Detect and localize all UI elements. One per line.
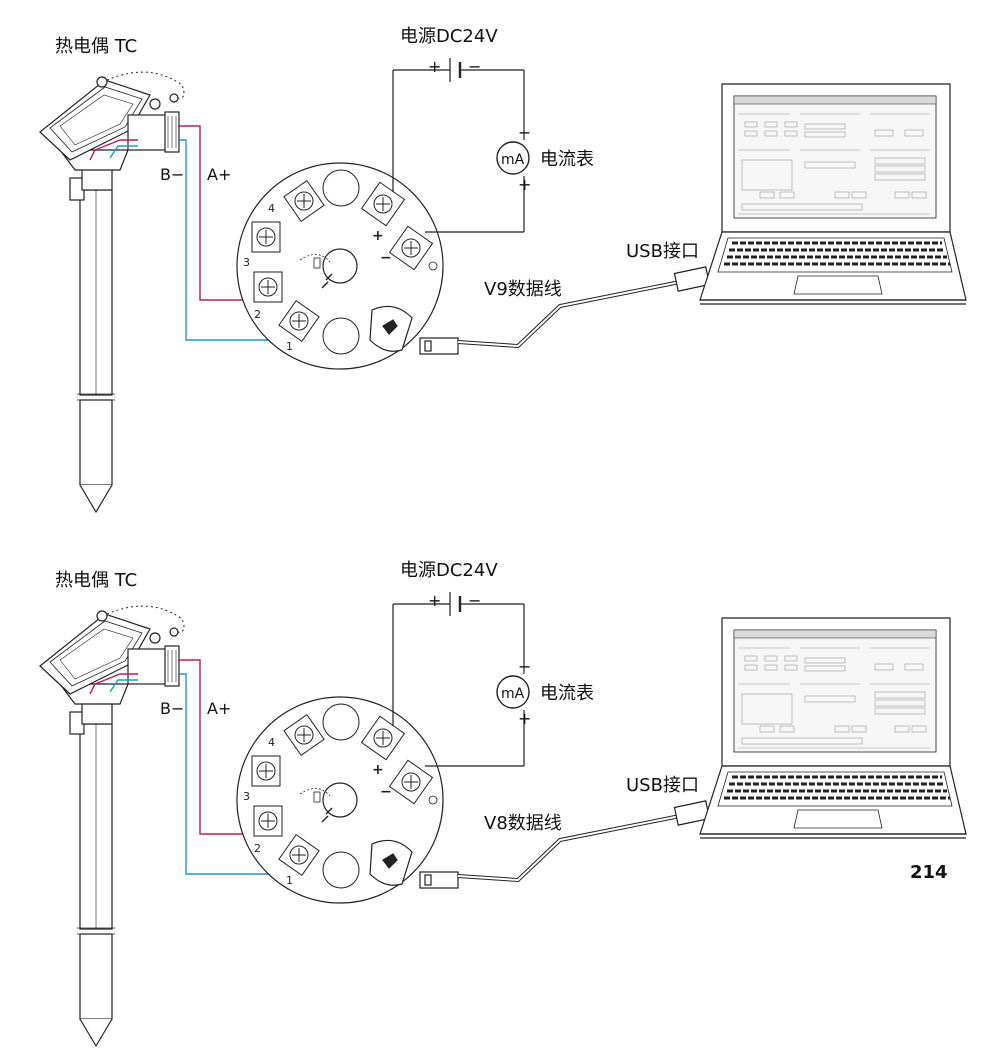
meter-symbol: mA (501, 686, 525, 702)
meter-plus: + (518, 175, 531, 194)
power-label: 电源DC24V (400, 560, 498, 581)
terminal-4: 4 (268, 202, 275, 215)
page-number: 214 (910, 862, 948, 883)
terminal-1: 1 (286, 874, 293, 887)
b-minus-label: B− (160, 699, 184, 718)
power-label: 电源DC24V (400, 26, 498, 47)
terminal-2: 2 (254, 308, 261, 321)
meter-symbol: mA (501, 152, 525, 168)
sensor-label: 热电偶 TC (55, 36, 137, 57)
cable-label: V9数据线 (484, 279, 562, 300)
a-plus-label: A+ (207, 699, 231, 718)
b-minus-label: B− (160, 165, 184, 184)
power-plus: + (428, 591, 441, 610)
meter-plus: + (518, 709, 531, 728)
a-plus-label: A+ (207, 165, 231, 184)
power-plus: + (428, 57, 441, 76)
meter-label: 电流表 (540, 149, 594, 170)
power-minus: − (468, 591, 481, 610)
terminal-3: 3 (243, 790, 250, 803)
terminal-3: 3 (243, 256, 250, 269)
power-minus: − (468, 57, 481, 76)
sensor-label: 热电偶 TC (55, 570, 137, 591)
meter-minus: − (518, 123, 531, 142)
terminal-2: 2 (254, 842, 261, 855)
terminal-1: 1 (286, 340, 293, 353)
terminal-4: 4 (268, 736, 275, 749)
diagram-v8: 热电偶 TC 电源DC24V + − mA 电流表 − + B− A+ USB接… (38, 560, 968, 1048)
usb-label: USB接口 (626, 241, 699, 262)
cable-label: V8数据线 (484, 813, 562, 834)
diagram-v9: 热电偶 TC 电源DC24V + − mA 电流表 − + B− A+ USB接… (38, 26, 968, 514)
meter-minus: − (518, 657, 531, 676)
meter-label: 电流表 (540, 683, 594, 704)
usb-label: USB接口 (626, 775, 699, 796)
